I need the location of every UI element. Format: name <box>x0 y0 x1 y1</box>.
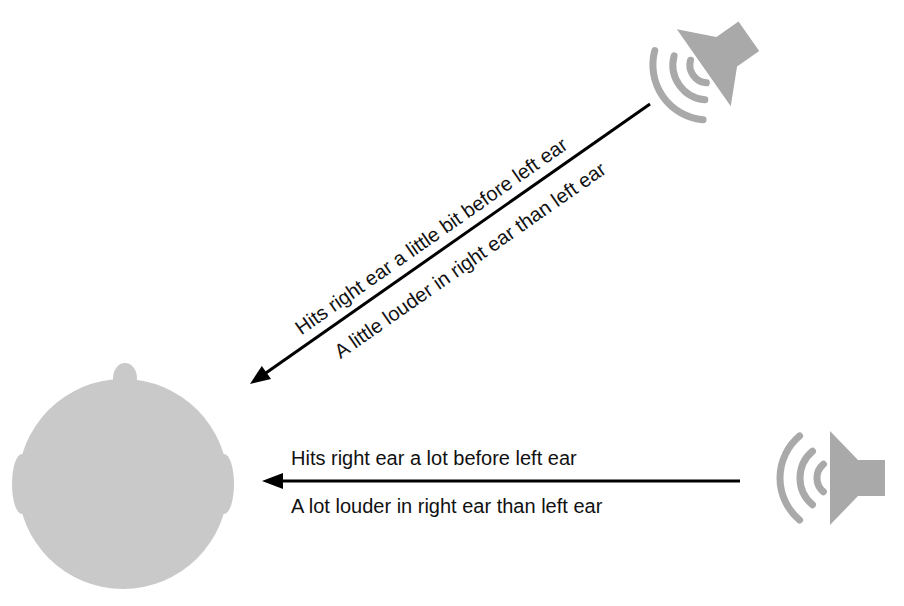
arrow-label: Hits right ear a little bit before left … <box>290 132 571 339</box>
arrow-label: A little louder in right ear than left e… <box>330 157 611 364</box>
arrow <box>262 473 740 489</box>
arrow <box>250 104 650 384</box>
head <box>12 363 234 589</box>
speaker-icon <box>780 431 885 525</box>
arrow-label: Hits right ear a lot before left ear <box>291 446 577 470</box>
arrow-label: A lot louder in right ear than left ear <box>291 494 602 518</box>
speaker-icon <box>636 0 776 135</box>
